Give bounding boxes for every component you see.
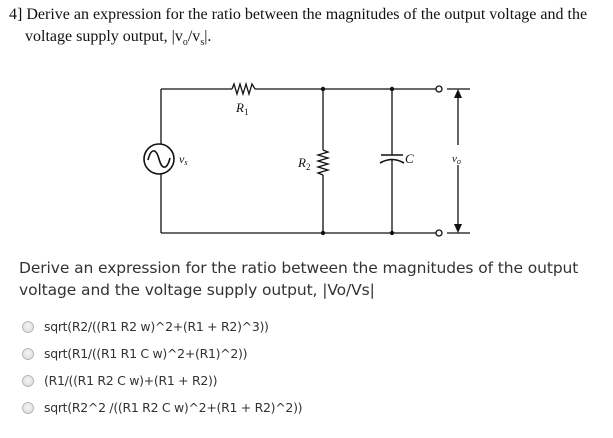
junction-dot — [389, 86, 395, 92]
label-c: C — [405, 151, 414, 166]
capacitor-plate-bottom — [379, 158, 405, 164]
resistor-r1-icon — [231, 81, 256, 97]
junction-dot — [389, 230, 395, 236]
output-terminal-top — [435, 85, 443, 93]
label-vs: vs — [179, 152, 187, 167]
circuit-diagram: R1 R2 C vs vo — [143, 81, 470, 237]
arrow-down-icon — [454, 224, 462, 233]
output-terminal-bottom — [435, 229, 443, 237]
problem-line-2: voltage supply output, |vo/vs|. — [25, 28, 212, 49]
arrow-up-icon — [454, 89, 462, 98]
label-vo: vo — [452, 153, 461, 166]
option-3[interactable]: (R1/((R1 R2 C w)+(R1 + R2)) — [22, 367, 302, 394]
option-4[interactable]: sqrt(R2^2 /((R1 R2 C w)^2+(R1 + R2)^2)) — [22, 394, 303, 421]
label-r2: R2 — [297, 155, 310, 172]
radio-button[interactable] — [22, 347, 34, 360]
answer-options: sqrt(R2/((R1 R2 w)^2+(R1 + R2)^3)) sqrt(… — [22, 313, 303, 421]
radio-button[interactable] — [22, 374, 34, 387]
option-label[interactable]: sqrt(R2/((R1 R2 w)^2+(R1 + R2)^3)) — [44, 319, 269, 334]
problem-statement: 4] Derive an expression for the ratio be… — [9, 4, 609, 54]
option-label[interactable]: sqrt(R2^2 /((R1 R2 C w)^2+(R1 + R2)^2)) — [44, 400, 303, 415]
option-1[interactable]: sqrt(R2/((R1 R2 w)^2+(R1 + R2)^3)) — [22, 313, 302, 340]
sine-wave-icon — [147, 150, 171, 168]
question-text: Derive an expression for the ratio betwe… — [19, 259, 579, 299]
ac-source-icon — [143, 143, 175, 175]
radio-button[interactable] — [22, 401, 34, 414]
junction-dot — [320, 86, 326, 92]
radio-button[interactable] — [22, 320, 34, 333]
option-label[interactable]: (R1/((R1 R2 C w)+(R1 + R2)) — [44, 373, 218, 388]
resistor-r2-icon — [315, 149, 331, 176]
option-label[interactable]: sqrt(R1/((R1 R1 C w)^2+(R1)^2)) — [44, 346, 248, 361]
junction-dot — [320, 230, 326, 236]
option-2[interactable]: sqrt(R1/((R1 R1 C w)^2+(R1)^2)) — [22, 340, 302, 367]
problem-line-1: 4] Derive an expression for the ratio be… — [9, 6, 588, 23]
label-r1: R1 — [235, 100, 248, 117]
